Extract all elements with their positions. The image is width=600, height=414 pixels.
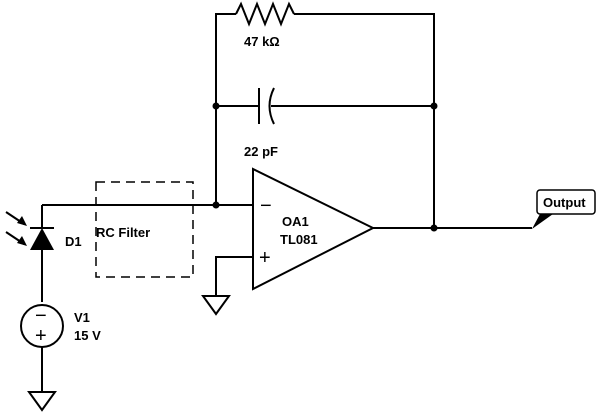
voltage-source-v1: − + V1 15 V [20, 304, 101, 392]
resistor-value-label: 47 kΩ [244, 34, 280, 49]
junction-dot [430, 102, 438, 110]
opamp-oa1: − + OA1 TL081 [252, 167, 376, 291]
light-arrows-icon [5, 211, 27, 246]
source-pos-sign: + [35, 325, 47, 347]
opamp-part-label: TL081 [280, 232, 318, 247]
junction-dot [212, 201, 220, 209]
output-port: Output [532, 189, 596, 229]
junction-dot [430, 224, 438, 232]
feedback-capacitor [258, 87, 275, 125]
photodiode-d1: D1 [5, 205, 82, 302]
rc-filter-label: RC Filter [96, 225, 150, 240]
junction-dot [212, 102, 220, 110]
ground-symbol [27, 391, 57, 412]
opamp-ref-label: OA1 [282, 214, 309, 229]
output-label: Output [543, 195, 586, 210]
source-value-label: 15 V [74, 328, 101, 343]
feedback-network: 47 kΩ 22 pF [212, 1, 438, 228]
inverting-input-sign: − [260, 195, 272, 217]
diode-ref-label: D1 [65, 234, 82, 249]
feedback-resistor [235, 1, 295, 27]
capacitor-value-label: 22 pF [244, 144, 278, 159]
rc-filter-block: RC Filter [95, 181, 194, 278]
noninverting-input-sign: + [259, 247, 271, 269]
source-neg-sign: − [35, 305, 47, 327]
source-ref-label: V1 [74, 310, 90, 325]
ground-symbol [201, 295, 231, 316]
